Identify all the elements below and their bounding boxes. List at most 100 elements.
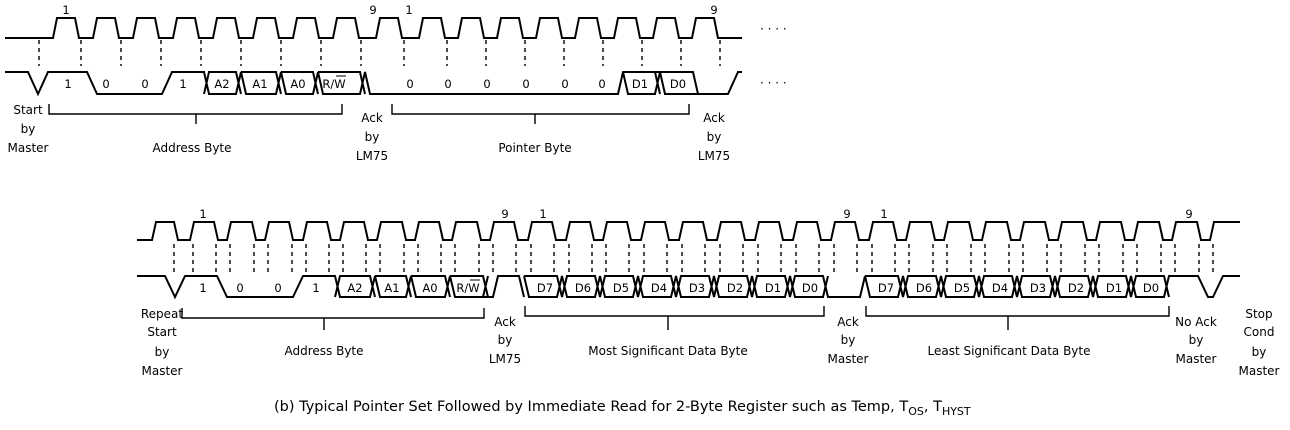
svg-text:by: by: [155, 345, 170, 359]
row-b-bit: A2: [347, 281, 362, 295]
row-b-bit: A1: [384, 281, 399, 295]
row-a-bit: 0: [598, 77, 605, 91]
svg-text:Master: Master: [1176, 352, 1217, 366]
row-b-bit: D2: [727, 281, 743, 295]
row-a-ack2-label: Ack by LM75: [698, 111, 730, 163]
row-b-bit: R/W: [456, 281, 479, 295]
row-a-clock-num-9: 9: [369, 3, 376, 17]
svg-text:LM75: LM75: [356, 149, 388, 163]
row-b-clock-dashes: [173, 244, 1214, 272]
row-a-bit: D0: [670, 77, 686, 91]
row-b-ack1-label: Ack by LM75: [489, 315, 521, 366]
row-a-clock-num-1: 1: [62, 3, 69, 17]
row-b-clock-num-9b: 9: [843, 207, 850, 221]
row-b-bit: D5: [613, 281, 629, 295]
svg-text:Ack: Ack: [361, 111, 383, 125]
svg-text:by: by: [1252, 345, 1267, 359]
svg-text:Stop: Stop: [1245, 307, 1272, 321]
svg-text:Master: Master: [828, 352, 869, 366]
row-b-bit: A0: [422, 281, 437, 295]
svg-text:by: by: [365, 130, 380, 144]
row-b-bit: 1: [312, 281, 319, 295]
row-a-bit: 0: [483, 77, 490, 91]
row-b-clock-num-9c: 9: [1185, 207, 1192, 221]
row-b-bit: D3: [1030, 281, 1046, 295]
svg-text:Start: Start: [147, 325, 177, 339]
row-b-address-byte-label: Address Byte: [284, 344, 363, 358]
row-a: · · · · 1 9 1 9 · · · ·: [5, 3, 787, 163]
row-b-bit: D4: [651, 281, 667, 295]
svg-text:by: by: [707, 130, 722, 144]
svg-text:LM75: LM75: [698, 149, 730, 163]
row-b-bit: D7: [878, 281, 894, 295]
row-a-scl-continuation: · · · ·: [760, 22, 787, 36]
row-a-address-bracket: [48, 104, 343, 124]
row-a-bit: 0: [444, 77, 451, 91]
svg-text:Start: Start: [13, 103, 43, 117]
row-a-bit: A0: [290, 77, 305, 91]
row-b-msb-bracket: [524, 306, 825, 330]
svg-text:Master: Master: [8, 141, 49, 155]
row-a-pointer-byte-label: Pointer Byte: [498, 141, 571, 155]
row-b-scl-waveform: [137, 221, 1240, 241]
svg-text:by: by: [498, 333, 513, 347]
svg-text:No Ack: No Ack: [1175, 315, 1217, 329]
row-b-repeat-start-label: Repeat Start by Master: [141, 307, 184, 378]
row-b-bit: D4: [992, 281, 1008, 295]
row-a-bit: 0: [522, 77, 529, 91]
svg-text:LM75: LM75: [489, 352, 521, 366]
row-b-clock-num-1: 1: [199, 207, 206, 221]
row-a-bit: A1: [252, 77, 267, 91]
figure-caption: (b) Typical Pointer Set Followed by Imme…: [274, 399, 971, 418]
row-a-bit: A2: [214, 77, 229, 91]
row-a-sda-continuation: · · · ·: [760, 76, 787, 90]
row-b-bit: D1: [765, 281, 781, 295]
svg-text:Ack: Ack: [494, 315, 516, 329]
row-b-bit: D2: [1068, 281, 1084, 295]
row-b-bit: 1: [199, 281, 206, 295]
row-a-bit: R/W: [322, 77, 345, 91]
row-b-clock-num-9: 9: [501, 207, 508, 221]
row-b-ack2-label: Ack by Master: [828, 315, 869, 366]
row-a-bit: 0: [102, 77, 109, 91]
row-b-bit: D5: [954, 281, 970, 295]
row-b-bit: D3: [689, 281, 705, 295]
row-a-sda-waveform: [5, 71, 742, 97]
svg-text:Master: Master: [142, 364, 183, 378]
row-b-clock-num-1c: 1: [880, 207, 887, 221]
row-b-bit: 0: [274, 281, 281, 295]
row-a-ack1-label: Ack by LM75: [356, 111, 388, 163]
row-b-stop-label: Stop Cond by Master: [1239, 307, 1280, 378]
row-b-clock-num-1b: 1: [539, 207, 546, 221]
svg-text:by: by: [21, 122, 36, 136]
row-a-clock-dashes: [38, 40, 721, 66]
svg-text:Cond: Cond: [1244, 325, 1275, 339]
row-b-bit: D6: [916, 281, 932, 295]
row-b-bit: D6: [575, 281, 591, 295]
row-b-data-segments: 1 0 0 1 A2 A1 A0 R/W D7 D6 D5 D4 D3 D2 D…: [199, 279, 1159, 295]
row-a-bit: 1: [179, 77, 186, 91]
row-a-bit: 0: [141, 77, 148, 91]
row-a-bit: 0: [561, 77, 568, 91]
row-b-bit: D0: [1143, 281, 1159, 295]
row-a-bit: D1: [632, 77, 648, 91]
svg-text:Master: Master: [1239, 364, 1280, 378]
svg-text:Ack: Ack: [837, 315, 859, 329]
row-b-lsb-label: Least Significant Data Byte: [927, 344, 1090, 358]
row-b-address-bracket: [181, 308, 485, 330]
row-b-bit: D0: [802, 281, 818, 295]
row-b-msb-label: Most Significant Data Byte: [588, 344, 748, 358]
row-a-bit: 1: [64, 77, 71, 91]
row-a-clock-num-1b: 1: [405, 3, 412, 17]
row-b-bit: 0: [236, 281, 243, 295]
row-a-clock-num-9b: 9: [710, 3, 717, 17]
svg-text:Ack: Ack: [703, 111, 725, 125]
row-b-no-ack-label: No Ack by Master: [1175, 315, 1217, 366]
row-a-address-byte-label: Address Byte: [152, 141, 231, 155]
row-a-start-label: Start by Master: [8, 103, 49, 155]
row-a-pointer-bracket: [391, 104, 690, 124]
row-b-sda-waveform: [137, 275, 1240, 300]
row-b-bit: D1: [1106, 281, 1122, 295]
svg-text:Repeat: Repeat: [141, 307, 184, 321]
